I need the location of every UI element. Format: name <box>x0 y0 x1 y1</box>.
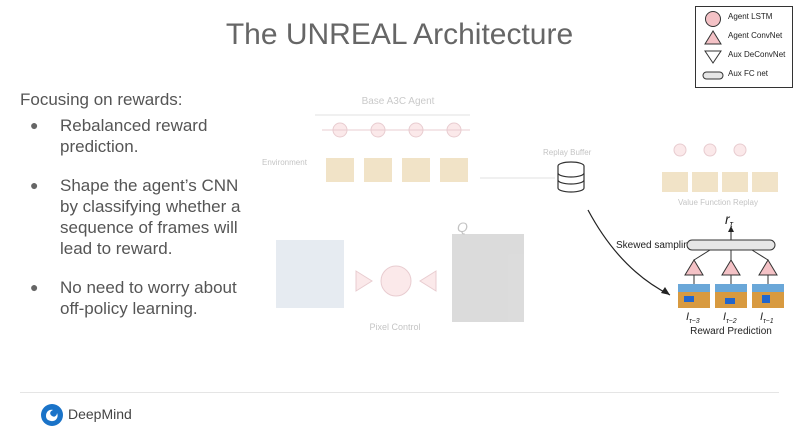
lstm-node <box>332 122 348 138</box>
pixel-frame <box>276 240 344 308</box>
legend-item: Aux DeConvNet <box>696 47 792 65</box>
legend-item: Agent LSTM <box>696 9 792 27</box>
rounded-bar-icon <box>702 71 724 80</box>
slide-title: The UNREAL Architecture <box>225 18 574 51</box>
base-agent-label: Base A3C Agent <box>362 96 435 107</box>
reward-input-label: Iτ−2 <box>723 311 737 325</box>
reward-input-label: Iτ−3 <box>686 311 700 325</box>
value-replay-label: Value Function Replay <box>678 198 758 207</box>
frame-thumb <box>402 158 430 182</box>
bullet-item: ● Shape the agent’s CNN by classifying wh… <box>30 175 260 259</box>
bullet-icon: ● <box>30 177 39 193</box>
frame-thumb <box>326 158 354 182</box>
base-agent-group: Base A3C Agent Environment Replay Buffer… <box>262 96 778 332</box>
bullet-text: Rebalanced reward prediction. <box>60 116 208 156</box>
lstm-node <box>408 122 424 138</box>
bullet-icon: ● <box>30 117 39 133</box>
footer-divider <box>20 392 779 393</box>
skewed-sampling-label: Skewed sampling <box>616 240 694 251</box>
bullet-list: ● Rebalanced reward prediction. ● Shape th… <box>30 115 260 337</box>
reward-prediction-group: rτ Iτ−3 Iτ−2 Iτ−1 Reward P <box>678 211 784 337</box>
database-icon <box>557 161 585 193</box>
bullet-icon: ● <box>30 279 39 295</box>
convnet-triangle <box>758 259 778 276</box>
brand-name: DeepMind <box>68 406 132 422</box>
legend-box: Agent LSTM Agent ConvNet Aux DeConvNet A… <box>695 6 793 88</box>
deepmind-logo-icon <box>41 404 63 426</box>
frame-thumb <box>678 284 710 308</box>
bullet-item: ● No need to worry about off-policy learn… <box>30 277 260 319</box>
legend-label: Aux DeConvNet <box>728 50 786 59</box>
lstm-node <box>370 122 386 138</box>
legend-label: Agent ConvNet <box>728 31 783 40</box>
frame-thumb <box>440 158 468 182</box>
legend-label: Agent LSTM <box>728 12 773 21</box>
convnet-triangle <box>721 259 741 276</box>
fc-net-bar <box>686 239 776 251</box>
triangle-up-icon <box>704 30 722 45</box>
bullet-text: No need to worry about off-policy learni… <box>60 278 237 318</box>
frame-thumb <box>364 158 392 182</box>
frame-thumb <box>752 284 784 308</box>
reward-prediction-label: Reward Prediction <box>690 326 772 337</box>
subheading: Focusing on rewards: <box>20 90 183 109</box>
lstm-node <box>446 122 462 138</box>
bullet-text: Shape the agent’s CNN by classifying whe… <box>60 176 241 258</box>
q-grid <box>452 234 524 322</box>
pixel-control-label: Pixel Control <box>369 322 420 332</box>
env-label: Environment <box>262 158 308 167</box>
q-label: Q <box>457 219 468 235</box>
legend-item: Aux FC net <box>696 66 792 84</box>
circle-icon <box>705 11 721 27</box>
reward-symbol: rτ <box>725 211 734 229</box>
reward-input-label: Iτ−1 <box>760 311 774 325</box>
legend-label: Aux FC net <box>728 69 769 78</box>
triangle-down-icon <box>704 50 722 64</box>
frame-thumb <box>715 284 747 308</box>
legend-item: Agent ConvNet <box>696 28 792 46</box>
convnet-triangle <box>684 259 704 276</box>
skewed-sampling-arrow <box>587 209 671 296</box>
bullet-item: ● Rebalanced reward prediction. <box>30 115 260 157</box>
replay-buffer-label: Replay Buffer <box>543 148 592 157</box>
